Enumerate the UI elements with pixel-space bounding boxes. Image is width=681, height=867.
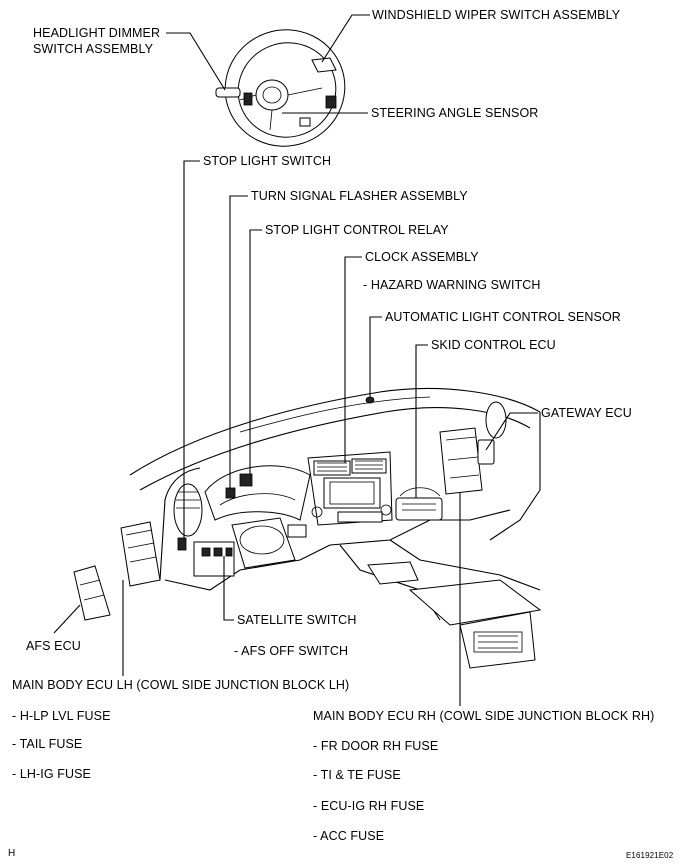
rh-fuse-4: - ACC FUSE: [313, 829, 385, 843]
stop-light-control-relay-label: STOP LIGHT CONTROL RELAY: [265, 223, 449, 237]
instrument-panel-illustration: [129, 388, 542, 669]
steering-angle-sensor-label: STEERING ANGLE SENSOR: [371, 106, 539, 120]
turn-signal-flasher-label: TURN SIGNAL FLASHER ASSEMBLY: [251, 189, 468, 203]
lh-fuse-1: - H-LP LVL FUSE: [12, 709, 111, 723]
main-body-ecu-rh-label: MAIN BODY ECU RH (COWL SIDE JUNCTION BLO…: [313, 709, 655, 723]
leader-lines: [53, 14, 538, 706]
rh-fuse-3: - ECU-IG RH FUSE: [313, 799, 425, 813]
corner-letter: H: [8, 848, 16, 859]
skid-control-ecu-label: SKID CONTROL ECU: [431, 338, 556, 352]
satellite-switch-label: SATELLITE SWITCH: [237, 613, 357, 627]
hazard-warning-switch-label: - HAZARD WARNING SWITCH: [363, 278, 541, 292]
stop-light-switch-label: STOP LIGHT SWITCH: [203, 154, 332, 168]
afs-ecu-label: AFS ECU: [26, 639, 81, 653]
headlight-dimmer-label: HEADLIGHT DIMMER: [33, 26, 161, 40]
components: [73, 396, 495, 621]
automatic-light-control-sensor-label: AUTOMATIC LIGHT CONTROL SENSOR: [385, 310, 621, 324]
rh-fuse-1: - FR DOOR RH FUSE: [313, 739, 439, 753]
windshield-wiper-label: WINDSHIELD WIPER SWITCH ASSEMBLY: [372, 8, 621, 22]
lh-fuse-3: - LH-IG FUSE: [12, 767, 91, 781]
rh-fuse-2: - TI & TE FUSE: [313, 768, 401, 782]
main-body-ecu-lh-label: MAIN BODY ECU LH (COWL SIDE JUNCTION BLO…: [12, 678, 350, 692]
steering-wheel-illustration: [215, 29, 346, 147]
switch-assembly-label: SWITCH ASSEMBLY: [33, 42, 154, 56]
clock-assembly-label: CLOCK ASSEMBLY: [365, 250, 479, 264]
gateway-ecu-label: GATEWAY ECU: [541, 406, 632, 420]
lh-fuse-2: - TAIL FUSE: [12, 737, 83, 751]
figure-code: E161921E02: [626, 851, 674, 860]
afs-off-switch-label: - AFS OFF SWITCH: [234, 644, 349, 658]
